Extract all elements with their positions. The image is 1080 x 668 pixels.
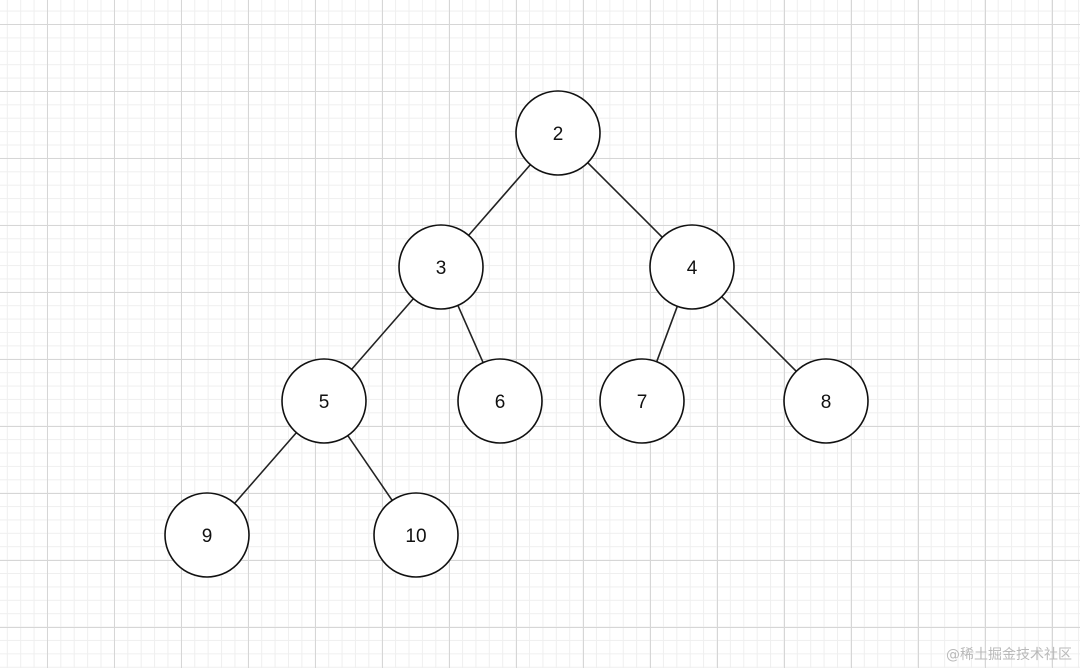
- edge-n3-n6: [457, 305, 484, 363]
- node-circle: [457, 358, 543, 444]
- edge-n2-n3: [467, 164, 532, 236]
- node-circle: [649, 224, 735, 310]
- node-label: 5: [319, 392, 330, 413]
- edge-n5-n10: [347, 435, 393, 501]
- nodes-layer: 2 3 4 5 6 7 8 9 10: [164, 90, 869, 578]
- tree-node-4: 4: [649, 224, 735, 310]
- node-label: 2: [553, 124, 564, 145]
- tree-node-8: 8: [783, 358, 869, 444]
- node-label: 3: [436, 258, 447, 279]
- node-label: 6: [495, 392, 506, 413]
- tree-node-9: 9: [164, 492, 250, 578]
- tree-node-10: 10: [373, 492, 459, 578]
- node-label: 9: [202, 526, 213, 547]
- node-label: 7: [637, 392, 648, 413]
- edges-layer: [233, 162, 797, 504]
- node-circle: [783, 358, 869, 444]
- edge-n3-n5: [350, 298, 415, 370]
- edge-n4-n7: [655, 306, 679, 362]
- edge-n4-n8: [721, 296, 797, 372]
- node-label: 10: [405, 526, 426, 547]
- edge-n5-n9: [233, 432, 298, 504]
- tree-node-2: 2: [515, 90, 601, 176]
- tree-node-7: 7: [599, 358, 685, 444]
- node-circle: [599, 358, 685, 444]
- tree-node-3: 3: [398, 224, 484, 310]
- tree-node-6: 6: [457, 358, 543, 444]
- watermark-text: @稀土掘金技术社区: [946, 647, 1072, 663]
- node-circle: [515, 90, 601, 176]
- node-label: 8: [821, 392, 832, 413]
- node-circle: [281, 358, 367, 444]
- edge-n2-n4: [587, 162, 663, 238]
- node-label: 4: [687, 258, 698, 279]
- tree-node-5: 5: [281, 358, 367, 444]
- node-circle: [164, 492, 250, 578]
- node-circle: [373, 492, 459, 578]
- node-circle: [398, 224, 484, 310]
